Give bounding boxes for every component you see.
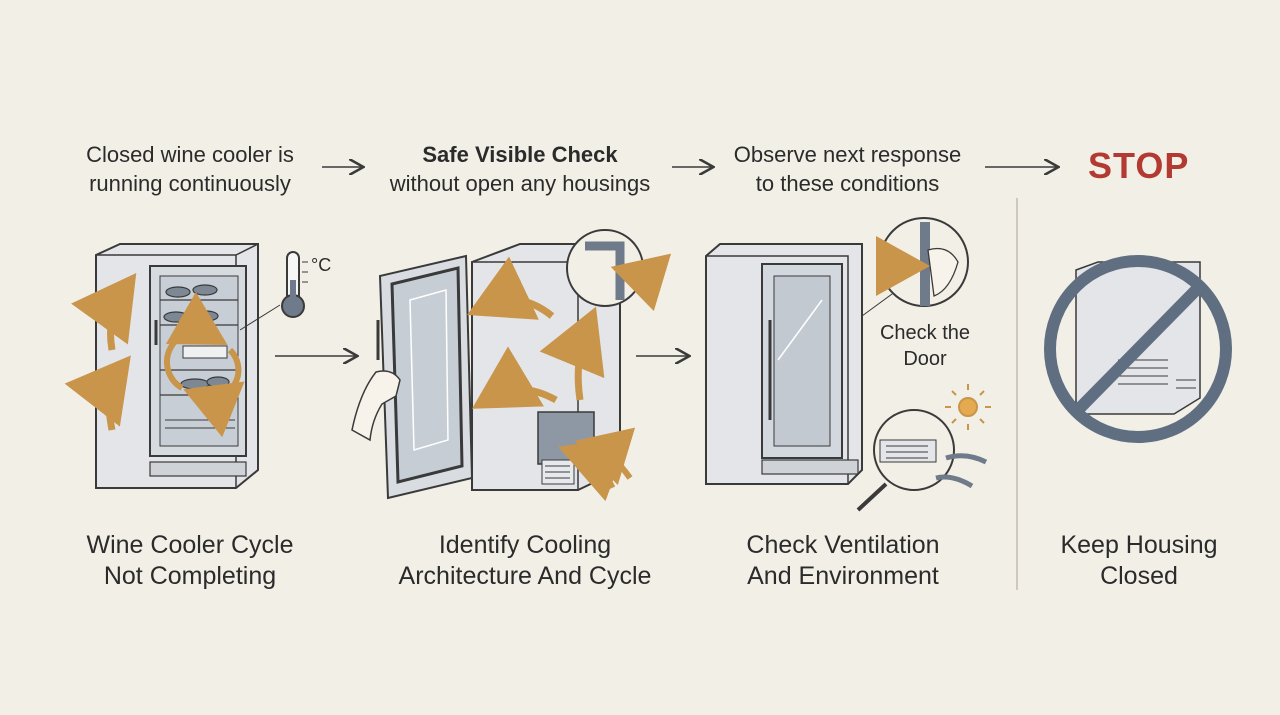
wine-cooler-icon: [64, 243, 281, 489]
step1-bottom-line1: Wine Cooler Cycle: [86, 531, 294, 559]
step2-bottom-caption: Identify Cooling Architecture And Cycle: [370, 530, 680, 592]
step1-top-line2: running continuously: [89, 171, 291, 196]
prohibited-cooler-icon: [1044, 255, 1232, 443]
check-door-line1: Check the: [879, 322, 971, 344]
step3-bottom-line1: Check Ventilation: [746, 531, 940, 559]
check-door-callout: Check the Door: [860, 320, 990, 372]
step3-top-line1: Observe next response: [733, 142, 962, 167]
step3-top-line2: to these conditions: [755, 171, 940, 196]
step1-bottom-caption: Wine Cooler Cycle Not Completing: [60, 530, 320, 592]
step2-bottom-line2: Architecture And Cycle: [398, 562, 652, 590]
step2-bottom-line1: Identify Cooling: [438, 531, 612, 559]
step1-top-line1: Closed wine cooler is: [86, 142, 294, 167]
open-cooler-icon: [351, 229, 672, 502]
step3-bottom-line2: And Environment: [747, 562, 939, 590]
check-door-line2: Door: [903, 348, 947, 370]
stop-label: STOP: [1088, 145, 1190, 186]
step2-top-line1: Safe Visible Check: [422, 142, 618, 167]
section-divider: [1016, 198, 1018, 590]
step4-bottom-caption: Keep Housing Closed: [1040, 530, 1238, 592]
step3-top-caption: Observe next response to these condition…: [715, 140, 980, 198]
cooler-inspection-icon: [705, 217, 991, 512]
sun-icon: [945, 384, 991, 430]
thermometer-icon: [281, 251, 308, 318]
step3-bottom-caption: Check Ventilation And Environment: [712, 530, 974, 592]
step1-top-caption: Closed wine cooler is running continuous…: [60, 140, 320, 198]
step2-top-line2: without open any housings: [389, 171, 651, 196]
step2-top-caption: Safe Visible Check without open any hous…: [360, 140, 680, 198]
step4-bottom-line2: Closed: [1100, 562, 1178, 590]
step4-bottom-line1: Keep Housing: [1060, 531, 1218, 559]
thermometer-unit-label: °C: [311, 255, 332, 275]
step1-bottom-line2: Not Completing: [103, 562, 277, 590]
